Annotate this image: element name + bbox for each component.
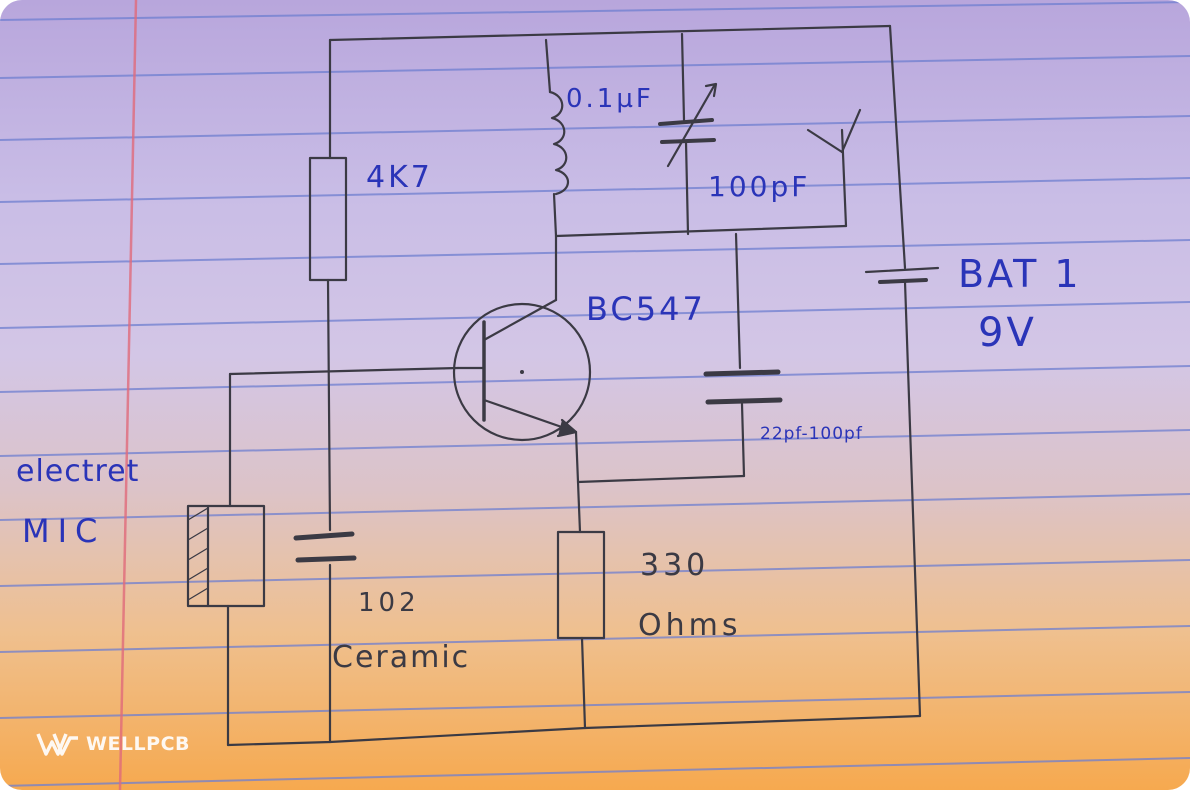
capacitor-22pf-100pf-symbol: [703, 369, 783, 405]
resistor-330-symbol: [556, 530, 606, 640]
coupling-cap-value-label: 102: [358, 588, 420, 618]
coupling-cap-type-label: Ceramic: [332, 640, 471, 675]
wellpcb-watermark: WELLPCB: [36, 730, 190, 758]
trimmer-cap-label: 100pF: [708, 170, 811, 203]
electret-mic-symbol: [186, 504, 266, 608]
mic-label-line1: electret: [16, 454, 140, 489]
antenna-symbol: [806, 108, 862, 228]
margin-line: [118, 0, 138, 790]
transistor-label: BC547: [586, 290, 706, 328]
transistor-bc547-symbol: [452, 234, 592, 442]
mic-label-line2: MIC: [22, 512, 106, 550]
battery-label-line1: BAT 1: [958, 252, 1082, 296]
feedback-cap-label: 22pf-100pf: [760, 424, 863, 444]
right-rail-wire: [888, 24, 907, 270]
notebook-photo: 4K7 0.1µF 100pF BAT 1 9V BC547 22pf-100p…: [0, 0, 1190, 790]
trimmer-capacitor-symbol: [658, 82, 718, 168]
capacitor-102-symbol: [293, 531, 357, 563]
top-rail-wire: [328, 24, 892, 42]
emitter-resistor-label-line1: 330: [640, 548, 710, 583]
wellpcb-logo-icon: [36, 733, 78, 756]
battery-symbol: [864, 266, 940, 284]
right-rail-lower-wire: [903, 280, 922, 718]
ruled-paper-lines: [0, 0, 1190, 790]
battery-label-line2: 9V: [978, 310, 1037, 356]
emitter-resistor-label-line2: Ohms: [638, 608, 742, 643]
circuit-diagram: [186, 24, 940, 747]
resistor-4k7-label: 4K7: [366, 160, 433, 195]
watermark-text: WELLPCB: [86, 733, 191, 755]
bottom-rail-wire: [226, 714, 922, 747]
inductor-label: 0.1µF: [566, 84, 654, 114]
inductor-coil-symbol: [548, 90, 570, 196]
resistor-4k7-symbol: [308, 156, 348, 282]
